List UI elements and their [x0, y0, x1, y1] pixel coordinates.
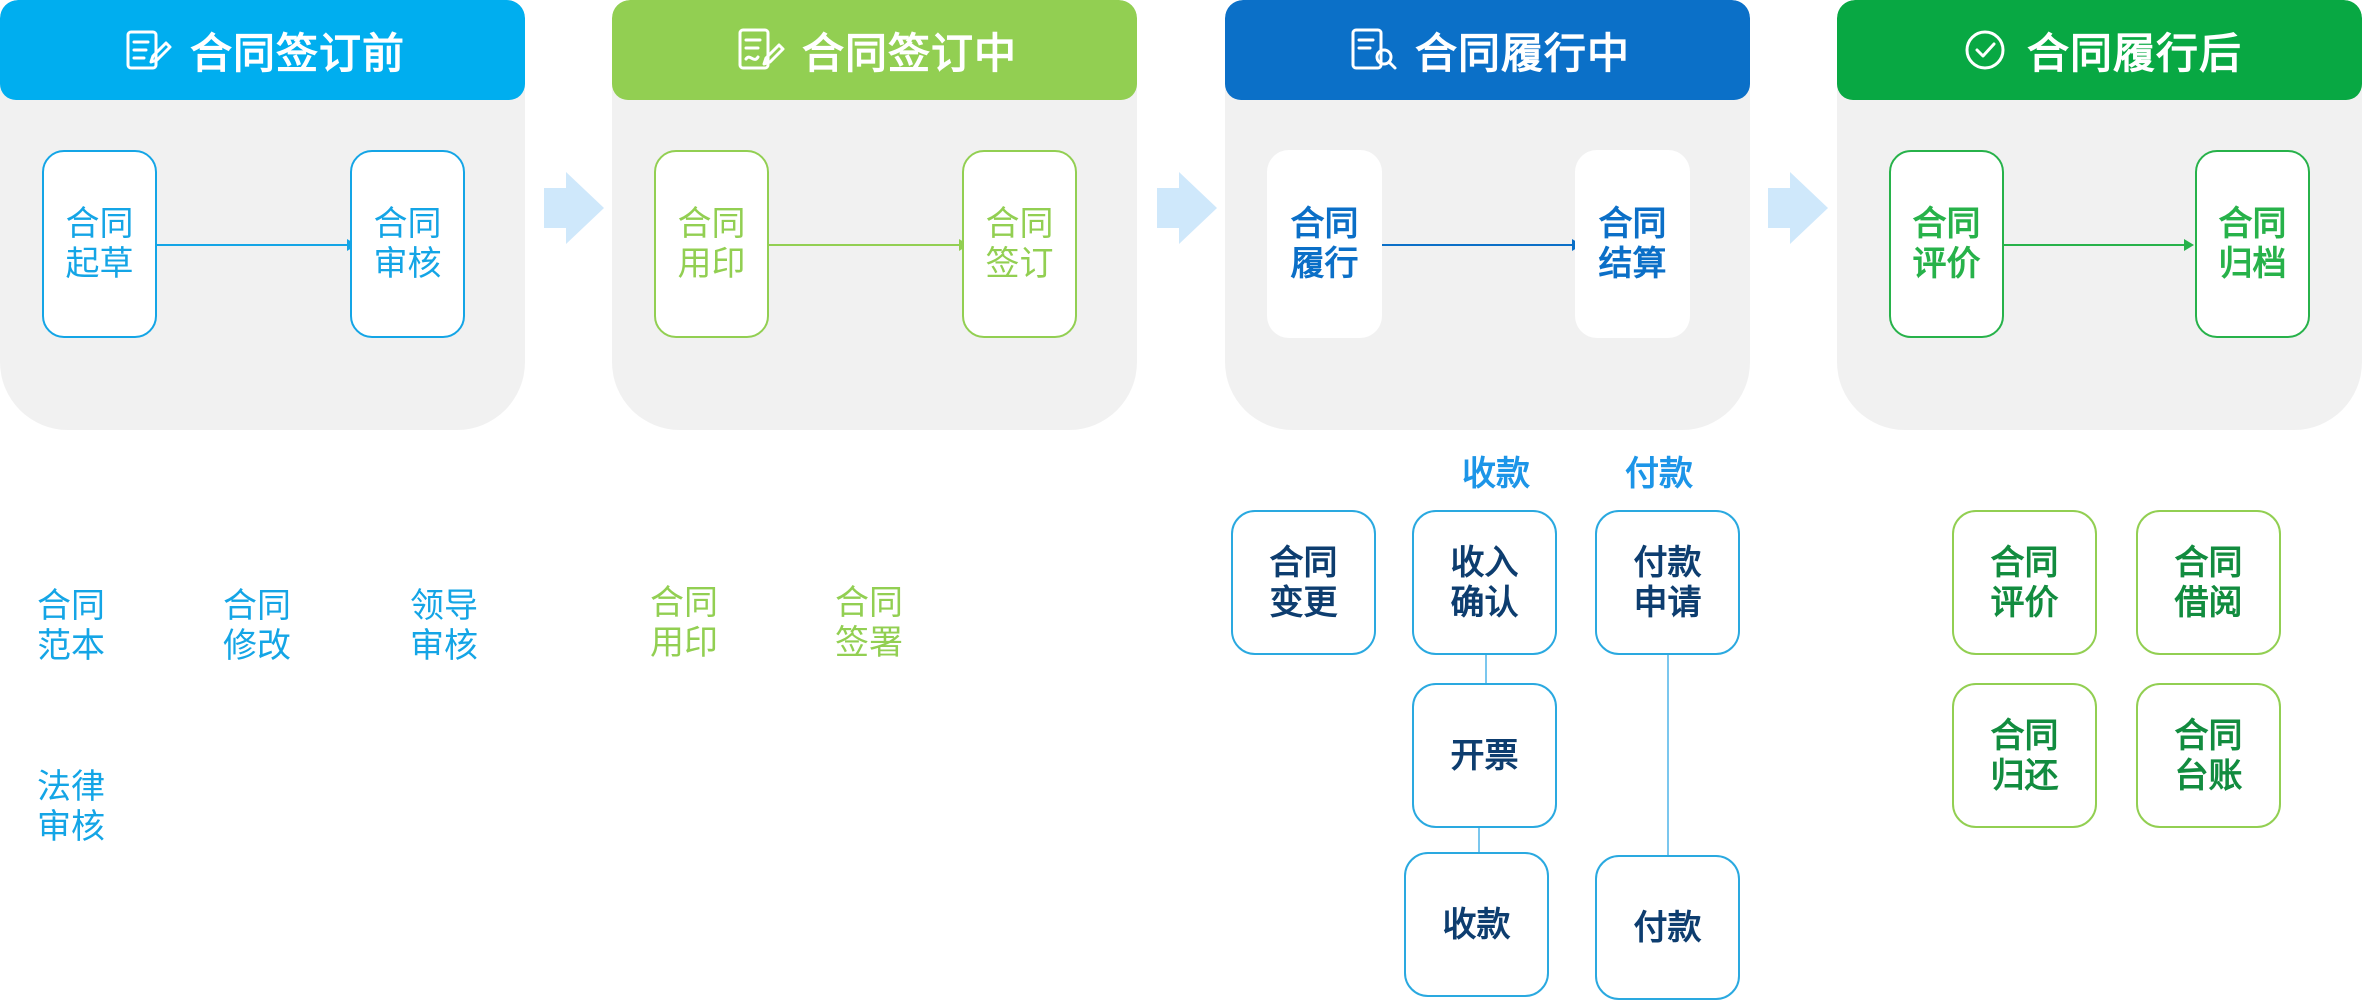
step-contract-settlement[interactable]: 合同 结算 [1575, 150, 1690, 338]
stage-during-sign-connector [769, 239, 969, 251]
stage-title-row-after-performance: 合同履行后 [1837, 0, 2362, 100]
stage-arrow-3 [1768, 172, 1828, 244]
execution-card-payment-request[interactable]: 付款 申请 [1595, 510, 1740, 655]
document-sign-icon [732, 22, 788, 78]
stage-title-row-pre-sign: 合同签订前 [0, 0, 525, 100]
stage-performance-connector [1382, 239, 1582, 251]
stage-title-performance: 合同履行中 [1414, 28, 1630, 78]
stage-pre-sign: 合同签订前 合同 起草 合同 审核 [0, 0, 525, 430]
after-card-contract-ledger[interactable]: 合同 台账 [2136, 683, 2281, 828]
stage-during-sign: 合同签订中 合同 用印 合同 签订 [612, 0, 1137, 430]
pre-sign-item-modify[interactable]: 合同 修改 [223, 586, 291, 666]
document-search-icon [1345, 22, 1401, 78]
pre-sign-item-leader-review[interactable]: 领导 审核 [410, 586, 478, 666]
step-contract-sealing[interactable]: 合同 用印 [654, 150, 769, 338]
stage-performance: 合同履行中 合同 履行 合同 结算 [1225, 0, 1750, 430]
stage-arrow-2 [1157, 172, 1217, 244]
execution-card-payment[interactable]: 付款 [1595, 855, 1740, 1000]
execution-connector-payment [1667, 655, 1669, 855]
stage-pre-sign-connector [157, 239, 357, 251]
stage-header-during-sign: 合同签订中 [612, 0, 1137, 100]
execution-connector-receipt-2 [1478, 828, 1480, 852]
step-contract-performance[interactable]: 合同 履行 [1267, 150, 1382, 338]
stage-title-pre-sign: 合同签订前 [189, 28, 405, 78]
execution-card-income-confirmation[interactable]: 收入 确认 [1412, 510, 1557, 655]
stage-title-during-sign: 合同签订中 [801, 28, 1017, 78]
stage-title-row-performance: 合同履行中 [1225, 0, 1750, 100]
execution-column-receipt-label: 收款 [1462, 454, 1530, 494]
step-contract-review[interactable]: 合同 审核 [350, 150, 465, 338]
after-card-contract-evaluation[interactable]: 合同 评价 [1952, 510, 2097, 655]
execution-connector-receipt-1 [1485, 655, 1487, 683]
after-card-contract-borrowing[interactable]: 合同 借阅 [2136, 510, 2281, 655]
step-contract-signing[interactable]: 合同 签订 [962, 150, 1077, 338]
step-contract-archive[interactable]: 合同 归档 [2195, 150, 2310, 338]
stage-arrow-1 [544, 172, 604, 244]
stage-title-after-performance: 合同履行后 [2026, 28, 2242, 78]
stage-header-after-performance: 合同履行后 [1837, 0, 2362, 100]
execution-card-receipt[interactable]: 收款 [1404, 852, 1549, 997]
step-contract-drafting[interactable]: 合同 起草 [42, 150, 157, 338]
stage-header-performance: 合同履行中 [1225, 0, 1750, 100]
execution-card-invoicing[interactable]: 开票 [1412, 683, 1557, 828]
after-card-contract-return[interactable]: 合同 归还 [1952, 683, 2097, 828]
execution-column-payment-label: 付款 [1625, 454, 1693, 494]
signing-item-signature[interactable]: 合同 签署 [835, 583, 903, 663]
pre-sign-item-legal-review[interactable]: 法律 审核 [37, 767, 105, 847]
document-edit-icon [120, 22, 176, 78]
signing-item-sealing[interactable]: 合同 用印 [650, 583, 718, 663]
step-contract-evaluation[interactable]: 合同 评价 [1889, 150, 2004, 338]
stage-header-pre-sign: 合同签订前 [0, 0, 525, 100]
stage-title-row-during-sign: 合同签订中 [612, 0, 1137, 100]
pre-sign-item-template[interactable]: 合同 范本 [37, 586, 105, 666]
execution-card-contract-change[interactable]: 合同 变更 [1231, 510, 1376, 655]
stage-after-performance-connector [1994, 239, 2194, 251]
check-circle-icon [1957, 22, 2013, 78]
stage-after-performance: 合同履行后 合同 评价 合同 归档 [1837, 0, 2362, 430]
